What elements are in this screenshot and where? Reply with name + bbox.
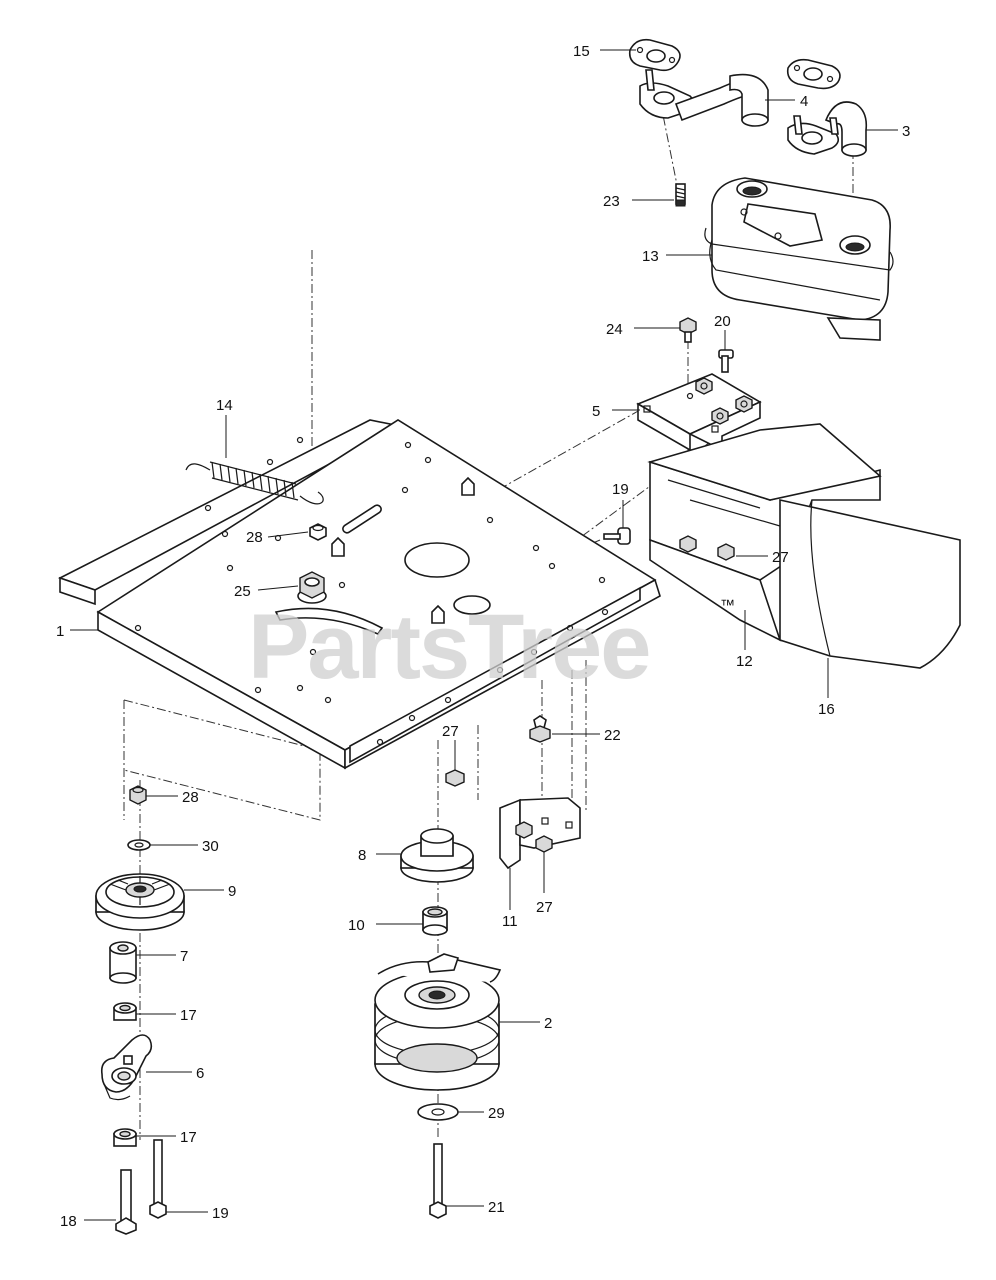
lock-nut-part-28-lower	[129, 785, 147, 805]
bushing-part-17-upper	[113, 1002, 137, 1021]
callout-20: 19	[612, 481, 629, 498]
svg-text:™: ™	[720, 597, 735, 614]
callout-28-lower: 28	[182, 789, 199, 806]
svg-text:PartsTree: PartsTree	[248, 596, 649, 698]
callout-11: 11	[502, 913, 518, 930]
callout-3: 3	[902, 123, 910, 140]
bolt-part-21	[718, 349, 734, 373]
nut-part-27-lower	[445, 769, 465, 787]
callout-28-upper: 28	[246, 529, 263, 546]
bolt-part-18	[115, 1169, 137, 1235]
deck-plate-part-1	[57, 419, 661, 770]
callout-1: 1	[56, 623, 64, 640]
spacer-part-10	[422, 906, 448, 936]
guard-part-16	[779, 499, 961, 669]
callout-leaders	[70, 49, 898, 1221]
flange-nuts-on-bracket	[695, 377, 753, 425]
callout-14: 14	[216, 397, 233, 414]
electric-clutch-part-2	[374, 953, 502, 1091]
spacer-part-7	[109, 941, 137, 984]
flange-nut-part-26	[297, 571, 327, 604]
gasket-upper-right	[786, 58, 841, 90]
callout-29: 29	[488, 1105, 505, 1122]
callout-17-upper: 17	[180, 1007, 197, 1024]
callout-30: 30	[202, 838, 219, 855]
bolt-part-25	[679, 317, 697, 343]
callout-27-lower: 27	[536, 899, 553, 916]
callout-16: 16	[818, 701, 835, 718]
callout-4: 4	[800, 93, 808, 110]
callout-2: 2	[544, 1015, 552, 1032]
callout-6: 6	[196, 1065, 204, 1082]
nut-part-27-upper	[679, 535, 735, 561]
pulley-part-8	[400, 828, 474, 883]
callout-15: 15	[573, 43, 590, 60]
callout-23: 22	[604, 727, 621, 744]
callout-27-mid: 27	[442, 723, 459, 740]
lock-nut-part-28-upper	[309, 523, 327, 541]
stud-part-24	[675, 183, 686, 207]
bolt-part-19	[149, 1139, 167, 1219]
callout-25: 24	[606, 321, 623, 338]
idler-arm-part-6	[100, 1034, 153, 1101]
bracket-part-11	[499, 797, 581, 870]
washer-part-30	[127, 839, 151, 851]
spring-part-14	[185, 461, 324, 505]
callout-9: 9	[228, 883, 236, 900]
callout-5: 5	[592, 403, 600, 420]
bolt-part-22	[429, 1143, 447, 1219]
shield-part-12	[647, 423, 882, 642]
callout-24: 23	[603, 193, 620, 210]
callout-21: 20	[714, 313, 731, 330]
idler-pulley-part-9	[95, 873, 185, 931]
callout-22: 21	[488, 1199, 505, 1216]
washer-part-29	[417, 1103, 459, 1121]
callout-19: 19	[212, 1205, 229, 1222]
callout-8: 8	[358, 847, 366, 864]
bolt-part-20	[603, 527, 631, 545]
callout-13: 13	[642, 248, 659, 265]
gasket-part-15	[628, 38, 681, 72]
muffler-part-13	[704, 177, 894, 341]
partstree-watermark: PartsTree ™	[248, 596, 735, 698]
callout-17-lower: 17	[180, 1129, 197, 1146]
bushing-part-17-lower	[113, 1128, 137, 1147]
callout-12: 12	[736, 653, 753, 670]
callout-10: 10	[348, 917, 365, 934]
callout-labels: 15 4 3 23 13 24 20 5 19 14 28 25 1 27 12…	[56, 43, 910, 1230]
callout-18: 18	[60, 1213, 77, 1230]
callout-26: 25	[234, 583, 251, 600]
exhaust-pipe-part-4	[639, 69, 769, 127]
exhaust-pipe-part-3	[787, 101, 868, 157]
bolt-part-23	[529, 715, 551, 743]
callout-27-upper: 27	[772, 549, 789, 566]
callout-7: 7	[180, 948, 188, 965]
